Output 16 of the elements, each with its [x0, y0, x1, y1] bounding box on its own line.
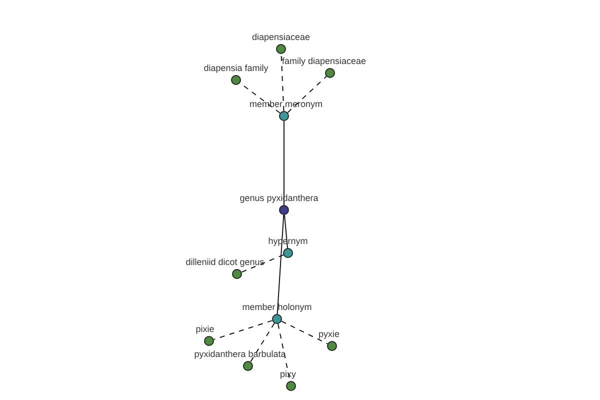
node-label: dilleniid dicot genus	[186, 257, 264, 268]
connector-line	[287, 76, 327, 114]
node-label: family diapensiaceae	[282, 56, 366, 67]
connector-line	[213, 320, 273, 340]
node-label: pyxie	[318, 329, 340, 340]
node-label: pixy	[280, 369, 296, 380]
connector-line	[280, 54, 284, 112]
node-label: member holonym	[242, 302, 312, 313]
node-label: member meronym	[249, 99, 322, 110]
connector-line	[281, 320, 328, 344]
node-label: pixie	[196, 324, 214, 335]
connector-line	[241, 254, 284, 273]
node-label: diapensiaceae	[252, 32, 310, 43]
connector-line	[276, 214, 284, 314]
node-label: diapensia family	[204, 63, 268, 74]
connector-line	[284, 214, 288, 249]
